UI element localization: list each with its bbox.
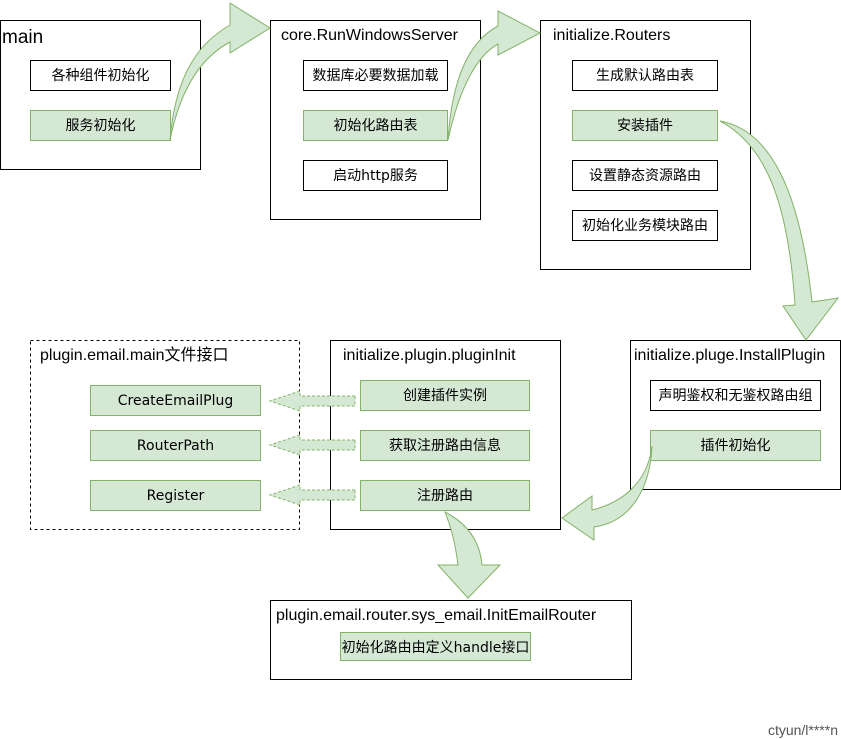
frame-install-plugin — [630, 340, 841, 490]
node-default-routes — [572, 60, 718, 91]
node-get-route-info — [360, 430, 530, 461]
node-declare-groups-label: 声明鉴权和无鉴权路由组 — [659, 388, 813, 404]
node-create-instance-label: 创建插件实例 — [403, 388, 487, 404]
node-install-plugin — [572, 110, 718, 141]
node-db-load-label: 数据库必要数据加载 — [313, 68, 439, 84]
arrow-routers-to-install — [719, 120, 840, 341]
node-init-routes — [303, 110, 448, 141]
node-create-email-plug — [90, 385, 261, 416]
node-init-handle-label: 初始化路由由定义handle接口 — [342, 639, 530, 656]
node-register-routes-label: 注册路由 — [417, 488, 473, 504]
frame-server-title: core.RunWindowsServer — [281, 27, 459, 44]
node-component-init — [30, 60, 171, 91]
node-declare-groups — [650, 380, 821, 411]
node-get-route-info-label: 获取注册路由信息 — [389, 437, 501, 454]
frame-main-title: main — [2, 27, 43, 48]
node-default-routes-label: 生成默认路由表 — [596, 68, 694, 84]
node-business-routes — [572, 210, 718, 241]
arrow-create-instance-to-create-email-plug — [268, 390, 356, 412]
arrow-server-to-routers — [447, 10, 542, 141]
frame-main — [0, 20, 201, 170]
node-static-routes — [572, 160, 718, 191]
node-service-init — [30, 110, 171, 141]
arrow-install-to-plugininit — [561, 445, 653, 541]
node-service-init-label: 服务初始化 — [66, 117, 136, 134]
frame-email-router-title: plugin.email.router.sys_email.InitEmailR… — [276, 607, 597, 624]
arrow-register-routes-to-register — [268, 484, 356, 506]
node-create-email-plug-label: CreateEmailPlug — [118, 393, 233, 409]
frame-plugin-init-title: initialize.plugin.pluginInit — [343, 347, 516, 364]
node-register-label: Register — [147, 488, 205, 504]
node-router-path — [90, 430, 261, 461]
node-init-handle — [340, 632, 531, 661]
node-register-routes — [360, 480, 530, 511]
node-start-http-label: 启动http服务 — [333, 168, 418, 184]
node-register — [90, 480, 261, 511]
arrow-plugininit-to-emailrouter — [436, 510, 502, 599]
arrow-main-to-server — [169, 2, 271, 141]
node-create-instance — [360, 380, 530, 411]
node-router-path-label: RouterPath — [137, 438, 214, 454]
node-db-load — [303, 60, 448, 91]
node-init-routes-label: 初始化路由表 — [334, 117, 418, 134]
node-business-routes-label: 初始化业务模块路由 — [582, 217, 708, 234]
arrow-get-route-info-to-router-path — [268, 434, 356, 456]
node-component-init-label: 各种组件初始化 — [52, 67, 150, 84]
node-install-plugin-label: 安装插件 — [617, 118, 673, 134]
frame-email-main-title: plugin.email.main文件接口 — [40, 346, 229, 364]
node-plugin-init-label: 插件初始化 — [701, 437, 771, 454]
node-plugin-init — [650, 430, 821, 461]
node-start-http — [303, 160, 448, 191]
watermark: ctyun/l****n — [768, 722, 838, 738]
node-static-routes-label: 设置静态资源路由 — [589, 168, 701, 184]
frame-routers-title: initialize.Routers — [553, 27, 670, 44]
frame-install-plugin-title: initialize.pluge.InstallPlugin — [634, 347, 825, 364]
